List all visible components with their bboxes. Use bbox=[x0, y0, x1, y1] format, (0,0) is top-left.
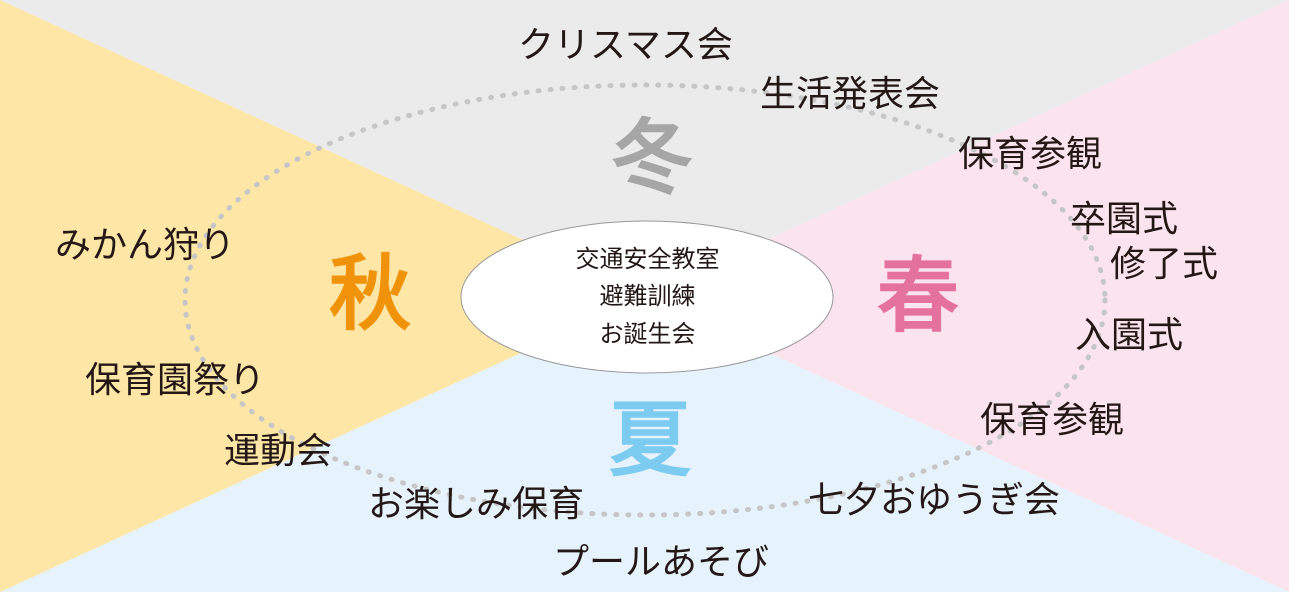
autumn-sector bbox=[0, 0, 645, 592]
year-cycle-dashed-ellipse bbox=[182, 82, 1108, 518]
season-autumn: 秋 bbox=[328, 246, 412, 342]
event-christmas: クリスマス会 bbox=[518, 25, 733, 66]
event-festival: 保育園祭り bbox=[85, 360, 266, 401]
season-winter: 冬 bbox=[610, 110, 694, 206]
event-observation-spring: 保育参観 bbox=[980, 400, 1125, 441]
event-tanabata: 七夕おゆうぎ会 bbox=[808, 480, 1061, 521]
event-completion: 修了式 bbox=[1110, 244, 1219, 285]
event-observation-winter: 保育参観 bbox=[958, 134, 1103, 175]
season-summer: 夏 bbox=[608, 392, 692, 488]
event-pool: プールあそび bbox=[553, 542, 770, 583]
winter-sector bbox=[0, 0, 1289, 296]
center-events: 交通安全教室 避難訓練 お誕生会 bbox=[461, 221, 834, 373]
center-event: お誕生会 bbox=[599, 319, 696, 348]
event-entrance: 入園式 bbox=[1075, 315, 1184, 356]
spring-sector bbox=[645, 0, 1289, 592]
center-event: 交通安全教室 bbox=[575, 245, 720, 274]
center-event: 避難訓練 bbox=[599, 282, 696, 311]
season-spring: 春 bbox=[876, 248, 960, 344]
event-mikan: みかん狩り bbox=[55, 225, 236, 266]
event-graduation: 卒園式 bbox=[1070, 199, 1179, 240]
event-sports-day: 運動会 bbox=[224, 431, 333, 472]
event-fun-care: お楽しみ保育 bbox=[368, 484, 585, 525]
summer-sector bbox=[0, 296, 1289, 592]
event-presentation: 生活発表会 bbox=[760, 74, 941, 115]
center-ellipse bbox=[460, 220, 834, 374]
